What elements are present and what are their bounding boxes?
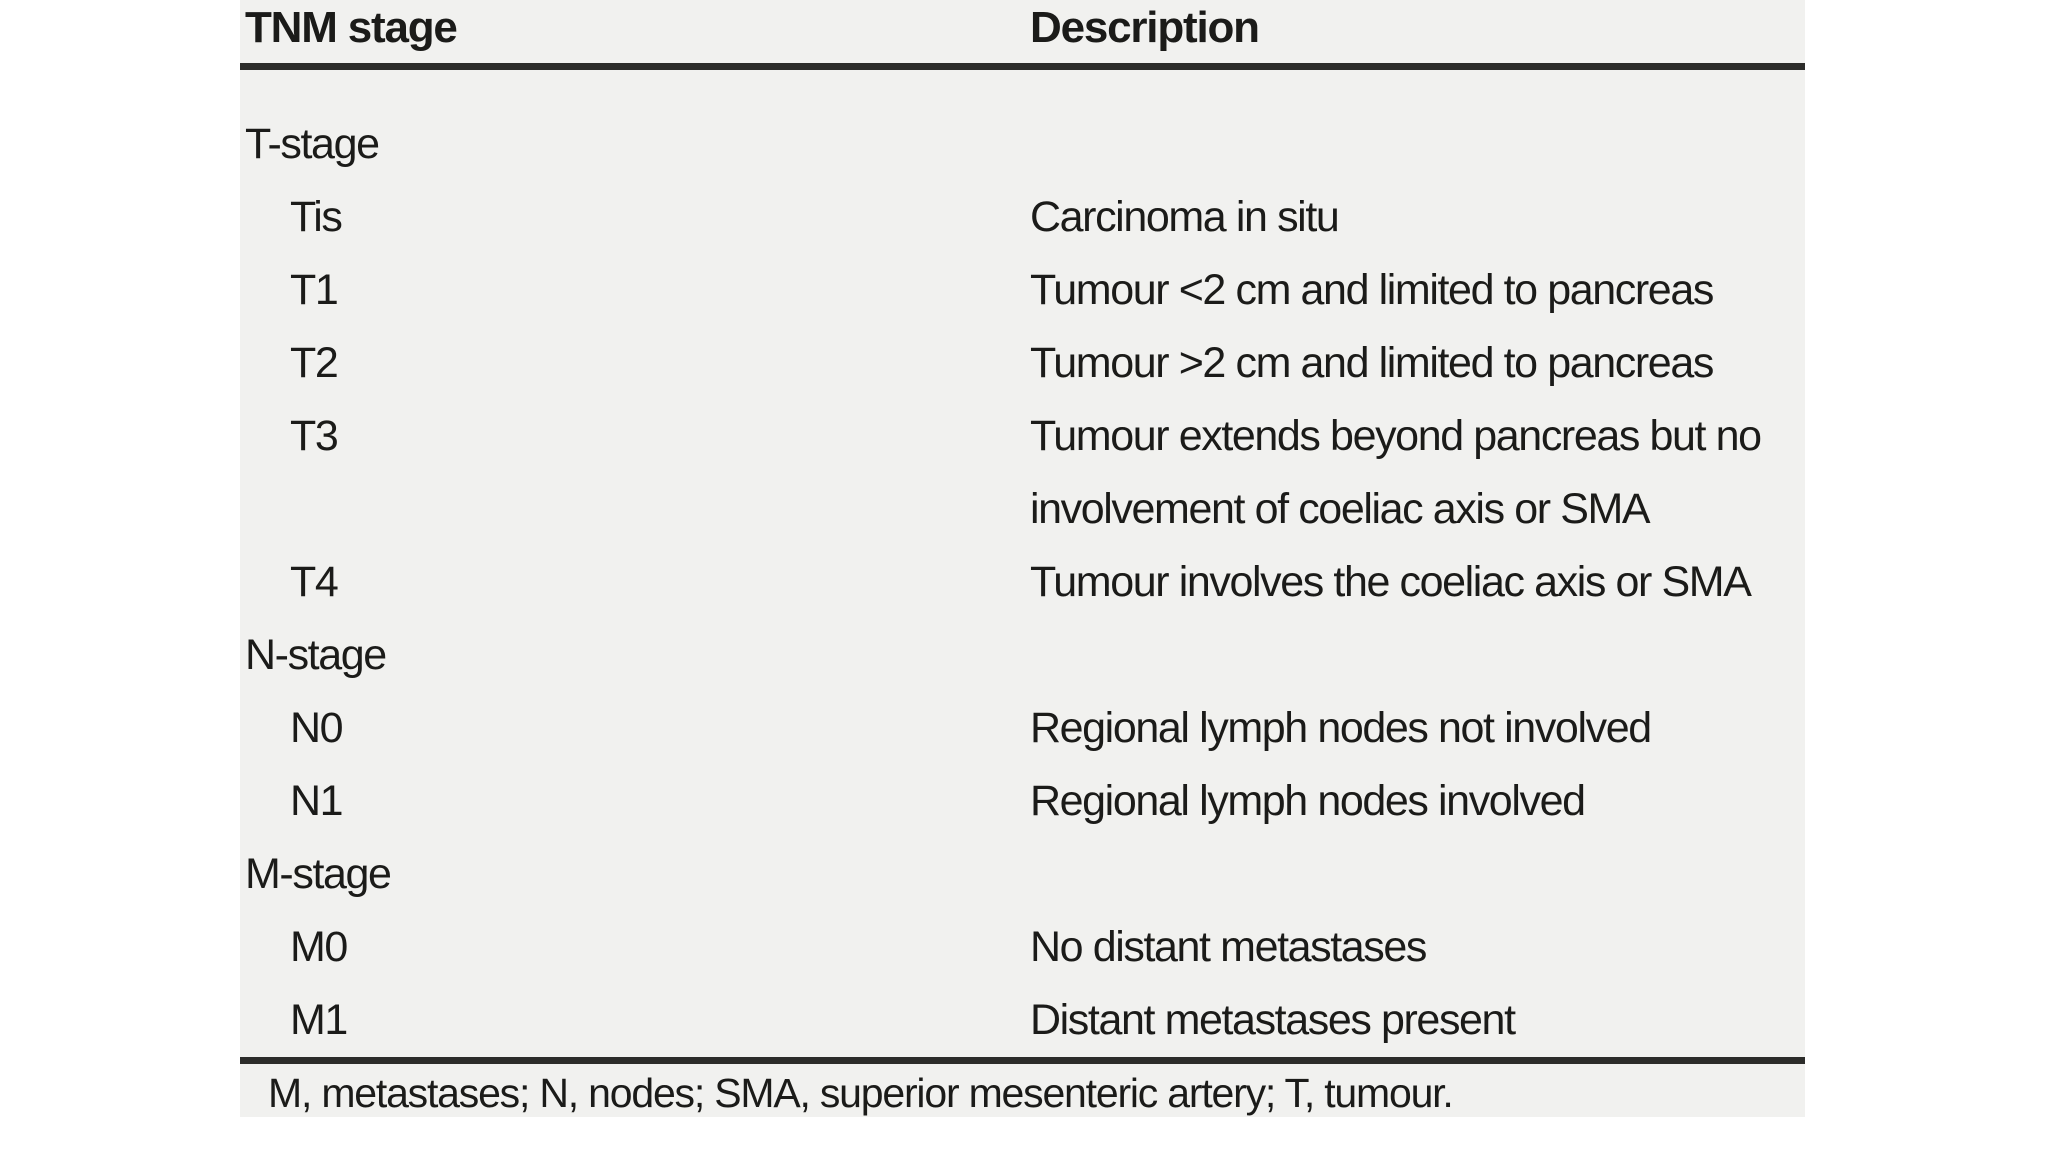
table-body: T-stage Tis Carcinoma in situ T1 Tumour …: [240, 70, 1805, 1057]
table-row: T1 Tumour <2 cm and limited to pancreas: [240, 254, 1805, 327]
description-cell: Tumour involves the coeliac axis or SMA: [1030, 558, 1752, 606]
table-row: M-stage: [240, 838, 1805, 911]
stage-cell: M-stage: [245, 850, 392, 898]
description-cell: No distant metastases: [1030, 923, 1427, 971]
description-cell: Regional lymph nodes not involved: [1030, 704, 1652, 752]
table-footnote: M, metastases; N, nodes; SMA, superior m…: [268, 1070, 1454, 1116]
stage-cell: T-stage: [245, 120, 380, 168]
tnm-staging-table: TNM stage Description T-stage Tis Carcin…: [240, 0, 1805, 1117]
header-rule: [240, 63, 1805, 70]
table-row: T-stage: [240, 108, 1805, 181]
description-cell: Distant metastases present: [1030, 996, 1516, 1044]
stage-cell: M0: [290, 923, 348, 971]
column-header-tnm-stage: TNM stage: [245, 3, 458, 52]
stage-cell: N1: [290, 777, 344, 825]
table-row: T3 Tumour extends beyond pancreas but no…: [240, 400, 1805, 546]
footer-rule: [240, 1057, 1805, 1064]
description-cell: Regional lymph nodes involved: [1030, 777, 1586, 825]
description-cell: Carcinoma in situ: [1030, 193, 1340, 241]
description-cell: Tumour >2 cm and limited to pancreas: [1030, 339, 1714, 387]
table-row: T4 Tumour involves the coeliac axis or S…: [240, 546, 1805, 619]
table-row: T2 Tumour >2 cm and limited to pancreas: [240, 327, 1805, 400]
stage-cell: T4: [290, 558, 339, 606]
stage-cell: N0: [290, 704, 344, 752]
stage-cell: T3: [290, 412, 339, 460]
stage-cell: N-stage: [245, 631, 387, 679]
description-cell: Tumour extends beyond pancreas but no in…: [1030, 412, 1762, 533]
stage-cell: T2: [290, 339, 339, 387]
stage-cell: T1: [290, 266, 339, 314]
table-row: M1 Distant metastases present: [240, 984, 1805, 1057]
table-row: N-stage: [240, 619, 1805, 692]
stage-cell: M1: [290, 996, 348, 1044]
column-header-description: Description: [1030, 3, 1260, 52]
stage-cell: Tis: [290, 193, 343, 241]
table-header-row: TNM stage Description: [240, 0, 1805, 63]
table-row: N1 Regional lymph nodes involved: [240, 765, 1805, 838]
description-cell: Tumour <2 cm and limited to pancreas: [1030, 266, 1714, 314]
table-row: N0 Regional lymph nodes not involved: [240, 692, 1805, 765]
table-row: M0 No distant metastases: [240, 911, 1805, 984]
table-row: Tis Carcinoma in situ: [240, 181, 1805, 254]
footnote-wrap: M, metastases; N, nodes; SMA, superior m…: [240, 1064, 1805, 1117]
